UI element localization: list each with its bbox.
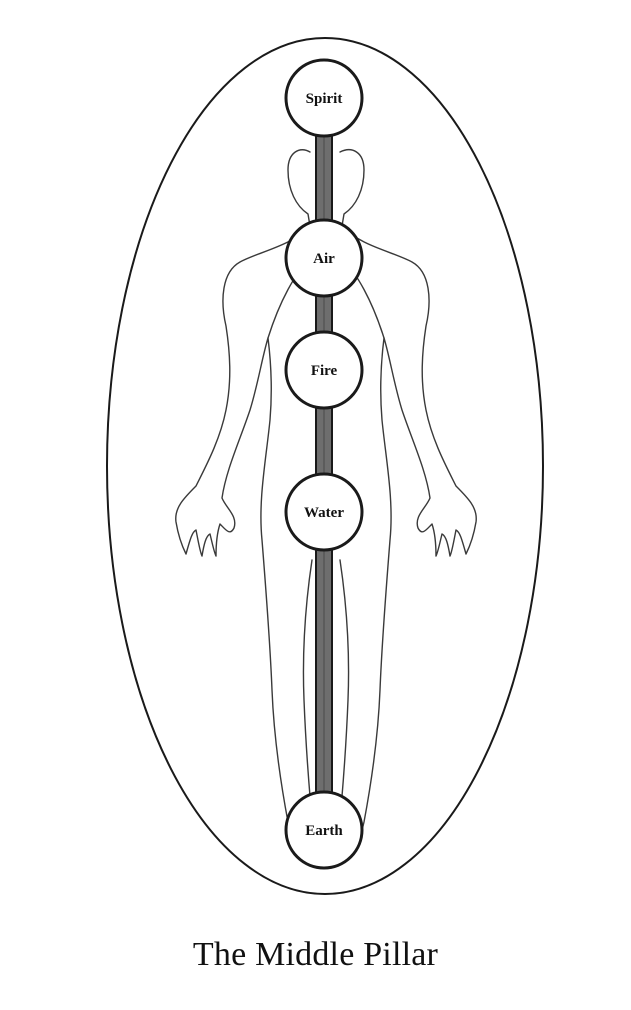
node-earth-circle	[284, 790, 364, 870]
node-fire-label: Fire	[311, 363, 338, 379]
node-fire: Fire	[284, 330, 364, 410]
node-fire-circle	[284, 330, 364, 410]
node-spirit-label: Spirit	[306, 91, 343, 107]
node-spirit-circle	[284, 58, 364, 138]
node-air: Air	[284, 218, 364, 298]
figure-caption: The Middle Pillar	[192, 936, 439, 973]
node-earth: Earth	[284, 790, 364, 870]
node-water: Water	[284, 472, 364, 552]
node-spirit: Spirit	[284, 58, 364, 138]
node-air-circle	[284, 218, 364, 298]
head-outline	[287, 149, 311, 227]
aura-ellipse	[106, 37, 544, 895]
node-water-circle	[284, 472, 364, 552]
node-water-label: Water	[304, 505, 344, 521]
node-air-label: Air	[313, 251, 335, 267]
right-side-outline	[341, 225, 477, 853]
left-side-outline	[175, 225, 311, 853]
node-earth-label: Earth	[305, 823, 343, 839]
